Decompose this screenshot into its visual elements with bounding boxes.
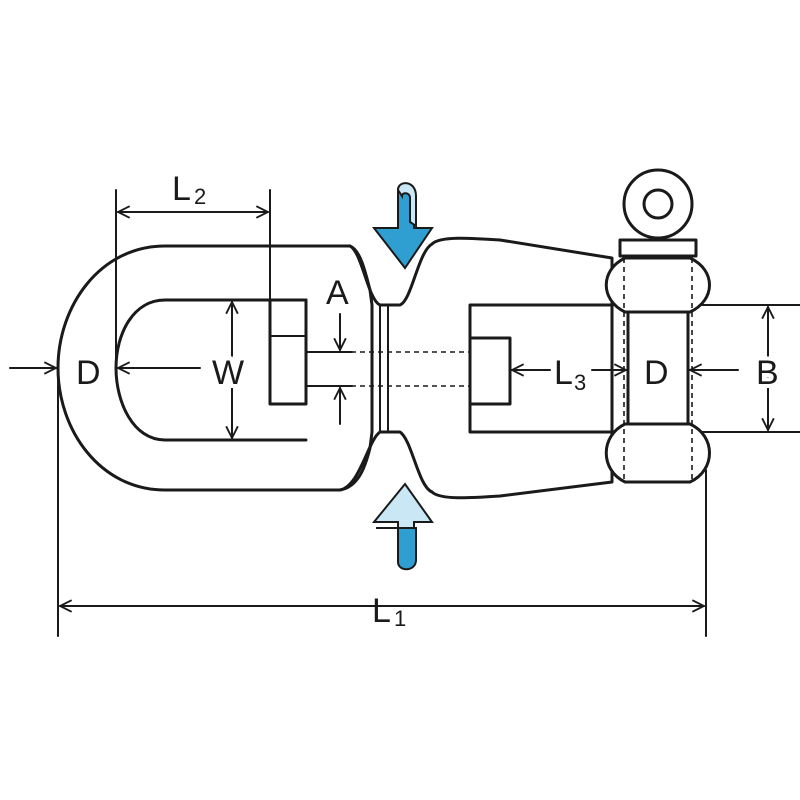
neck-upper <box>348 242 434 307</box>
left-pin-block <box>268 298 308 406</box>
right-jaw-slot <box>468 303 614 434</box>
left-shackle-inner <box>114 298 308 442</box>
dimension-w: W <box>208 302 248 438</box>
dimension-d-left: D <box>9 350 201 396</box>
right-pin <box>604 168 711 484</box>
pin-upper-knob <box>604 256 711 314</box>
rotate-up-arrow-icon <box>371 482 434 571</box>
dimension-l1: L 1 <box>57 379 707 637</box>
dimension-b: B <box>752 307 783 430</box>
w-label: W <box>212 354 244 392</box>
l1-label: L <box>372 592 391 630</box>
dimension-a: A <box>305 274 353 425</box>
a-label: A <box>326 274 349 312</box>
l1-subscript: 1 <box>394 606 406 631</box>
l3-label: L <box>554 354 573 392</box>
d-left-label: D <box>76 354 101 392</box>
b-label: B <box>756 354 779 392</box>
right-pin-block <box>468 336 512 406</box>
l2-label: L <box>172 170 191 208</box>
d-right-label: D <box>644 354 669 392</box>
dimension-l3: L 3 <box>512 354 626 395</box>
l3-subscript: 3 <box>574 370 586 395</box>
right-jaw-outline <box>430 236 614 500</box>
pin-lower-knob <box>604 422 711 484</box>
pin-collar <box>618 238 698 258</box>
l2-subscript: 2 <box>194 184 206 209</box>
rotate-down-arrow-icon <box>371 182 434 270</box>
pin-eye-inner <box>642 188 674 220</box>
dimension-d-right: D <box>640 350 739 396</box>
dimension-l2: L 2 <box>115 170 271 369</box>
